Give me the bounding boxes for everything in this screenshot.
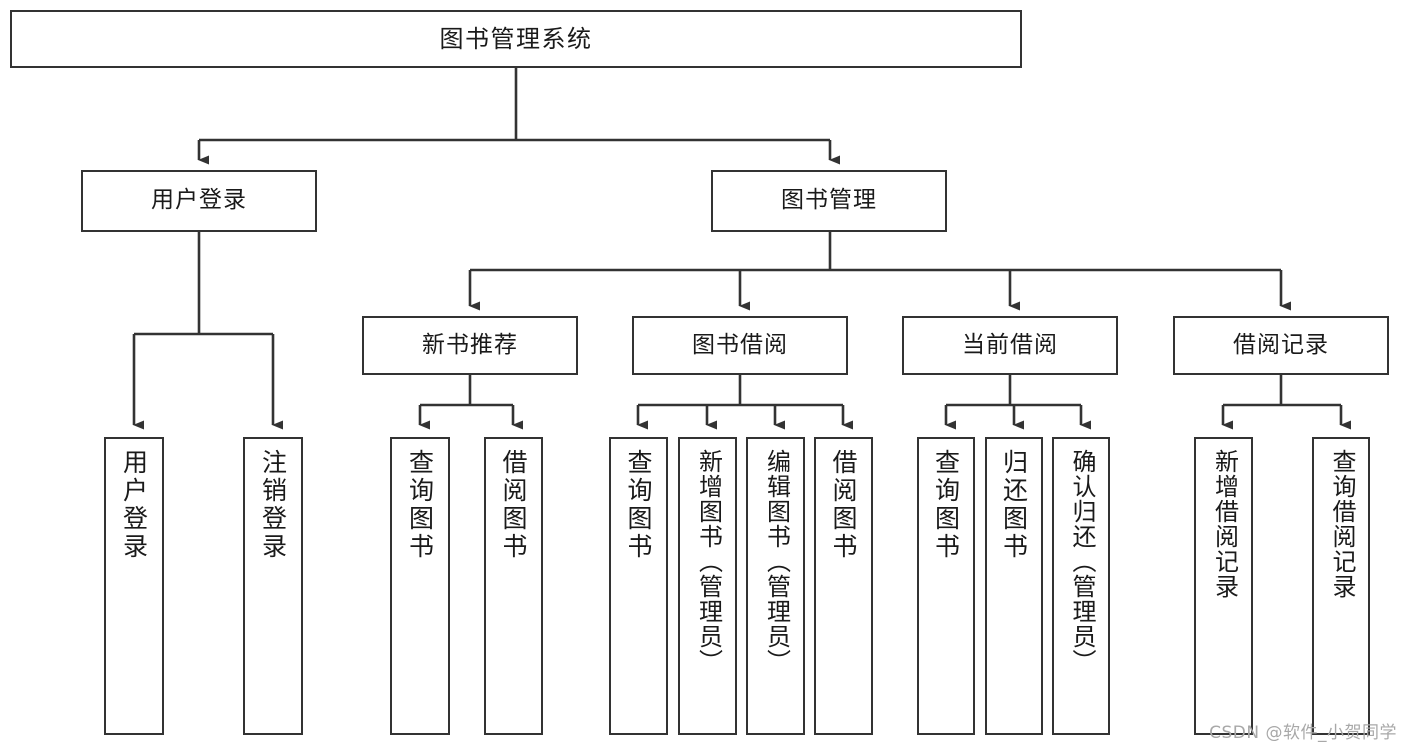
- leaf-add-borrow-record[interactable]: 新增借阅记录: [1194, 437, 1253, 735]
- leaf-query-borrow-record[interactable]: 查询借阅记录: [1312, 437, 1370, 735]
- node-label: 查询图书: [931, 449, 961, 561]
- leaf-user-login[interactable]: 用户登录: [104, 437, 164, 735]
- node-label: 借阅图书: [829, 449, 858, 561]
- leaf-borrow-books[interactable]: 借阅图书: [814, 437, 873, 735]
- leaf-logout[interactable]: 注销登录: [243, 437, 303, 735]
- node-label: 用户登录: [151, 187, 247, 214]
- leaf-borrow-books-new[interactable]: 借阅图书: [484, 437, 543, 735]
- node-label: 编辑图书（管理员）: [762, 449, 791, 674]
- leaf-edit-book-admin[interactable]: 编辑图书（管理员）: [746, 437, 805, 735]
- node-label: 借阅记录: [1233, 331, 1329, 358]
- node-label: 图书管理: [781, 187, 877, 214]
- node-book-borrowing[interactable]: 图书借阅: [632, 316, 848, 375]
- node-label: 新增图书（管理员）: [694, 449, 723, 674]
- node-label: 图书管理系统: [439, 24, 593, 53]
- node-label: 图书借阅: [692, 331, 788, 358]
- node-label: 注销登录: [258, 449, 288, 561]
- leaf-query-books-current[interactable]: 查询图书: [917, 437, 975, 735]
- leaf-query-books-new[interactable]: 查询图书: [390, 437, 450, 735]
- leaf-return-books[interactable]: 归还图书: [985, 437, 1043, 735]
- node-label: 查询图书: [624, 449, 653, 561]
- leaf-add-book-admin[interactable]: 新增图书（管理员）: [678, 437, 737, 735]
- node-label: 归还图书: [999, 449, 1029, 561]
- csdn-watermark: CSDN @软件_小贺同学: [1209, 723, 1397, 743]
- node-label: 新增借阅记录: [1210, 449, 1239, 599]
- node-label: 查询借阅记录: [1327, 449, 1356, 599]
- node-label: 当前借阅: [962, 331, 1058, 358]
- node-book-management[interactable]: 图书管理: [711, 170, 947, 232]
- node-borrow-records[interactable]: 借阅记录: [1173, 316, 1389, 375]
- node-label: 用户登录: [119, 449, 149, 561]
- node-new-book-recommendation[interactable]: 新书推荐: [362, 316, 578, 375]
- leaf-confirm-return-admin[interactable]: 确认归还（管理员）: [1052, 437, 1110, 735]
- node-book-management-system[interactable]: 图书管理系统: [10, 10, 1022, 68]
- node-current-borrowing[interactable]: 当前借阅: [902, 316, 1118, 375]
- node-user-login[interactable]: 用户登录: [81, 170, 317, 232]
- node-label: 新书推荐: [422, 331, 518, 358]
- node-label: 查询图书: [405, 449, 435, 561]
- leaf-query-books-borrow[interactable]: 查询图书: [609, 437, 668, 735]
- node-label: 借阅图书: [499, 449, 528, 561]
- node-label: 确认归还（管理员）: [1067, 449, 1096, 674]
